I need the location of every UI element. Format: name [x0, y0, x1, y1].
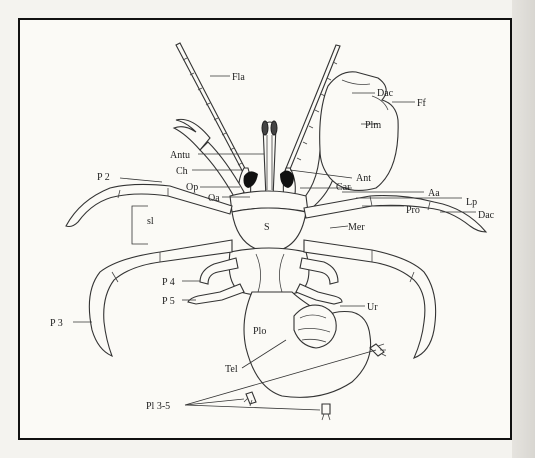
- label-p5: P 5: [162, 296, 175, 307]
- label-dac-top: Dac: [377, 88, 394, 99]
- carapace: [229, 191, 309, 296]
- label-pl-3-5: Pl 3-5: [146, 401, 170, 412]
- label-mer: Mer: [348, 222, 365, 233]
- label-ff: Ff: [417, 98, 427, 109]
- label-s: S: [264, 222, 270, 233]
- label-tel: Tel: [225, 364, 238, 375]
- label-p3: P 3: [50, 318, 63, 329]
- walking-leg-2-right: [304, 196, 486, 232]
- label-plm: Plm: [365, 120, 381, 131]
- label-dac-right: Dac: [478, 210, 495, 221]
- pleopod-c: [322, 404, 330, 414]
- label-lp: Lp: [466, 197, 477, 208]
- label-ant: Ant: [356, 173, 371, 184]
- cornea-left: [262, 121, 268, 135]
- eyestalks: [262, 121, 277, 198]
- label-oa: Oa: [208, 193, 220, 204]
- label-ur: Ur: [367, 302, 378, 313]
- label-fla: Fla: [232, 72, 245, 83]
- label-sl: sl: [147, 216, 154, 227]
- pleon: [244, 292, 371, 397]
- label-car: Car: [336, 182, 351, 193]
- label-antu: Antu: [170, 150, 190, 161]
- walking-leg-5-left: [188, 284, 244, 304]
- cornea-right: [271, 121, 277, 135]
- label-ch: Ch: [176, 166, 188, 177]
- label-plo: Plo: [253, 326, 266, 337]
- label-aa: Aa: [428, 188, 440, 199]
- label-p2: P 2: [97, 172, 110, 183]
- label-pro: Pro: [406, 205, 420, 216]
- label-p4: P 4: [162, 277, 175, 288]
- label-op: Op: [186, 182, 198, 193]
